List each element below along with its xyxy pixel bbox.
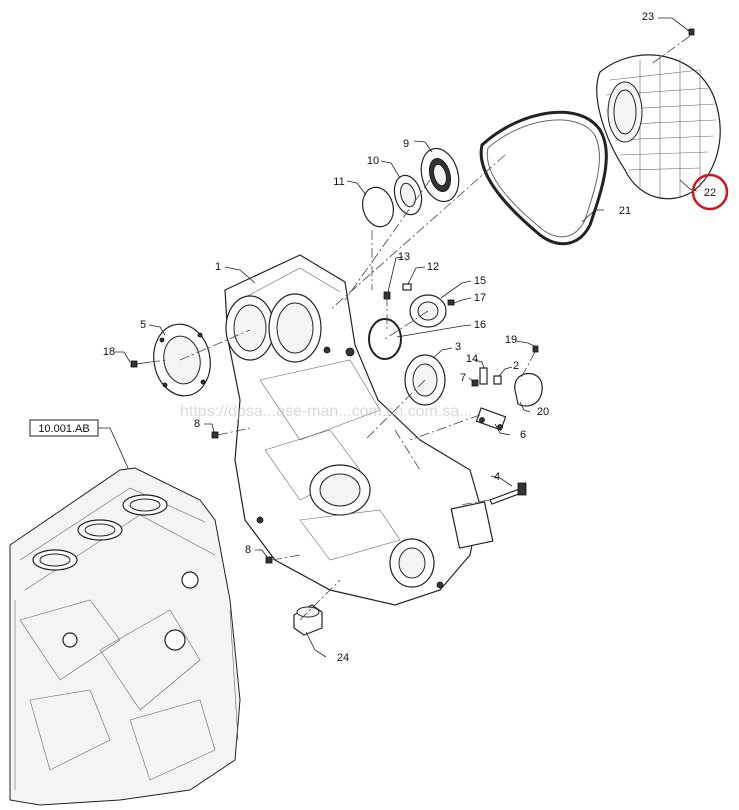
- callout-14: 14: [466, 353, 478, 365]
- reference-label-text: 10.001.AB: [38, 423, 89, 435]
- callout-13: 13: [398, 251, 410, 263]
- callout-18: 18: [103, 346, 115, 358]
- o-ring-11: [362, 186, 394, 228]
- callout-15: 15: [474, 275, 486, 287]
- bolt-23: [688, 28, 695, 36]
- callout-11: 11: [333, 176, 344, 188]
- fitting-2: [493, 375, 502, 385]
- sensor-6: [475, 407, 507, 431]
- bolt-18: [130, 360, 151, 368]
- callout-6: 6: [520, 429, 526, 441]
- highlighted-callout-22: 22: [691, 173, 729, 211]
- callout-23: 23: [642, 11, 654, 23]
- callout-20: 20: [537, 406, 549, 418]
- fitting-12: [402, 283, 412, 291]
- callout-8-lower: 8: [245, 544, 251, 556]
- callout-3: 3: [455, 341, 461, 353]
- assembly-centerlines: [149, 35, 691, 621]
- callout-8-upper: 8: [194, 418, 200, 430]
- flywheel-housing-22: [596, 54, 721, 200]
- callout-1: 1: [215, 261, 221, 273]
- o-ring-16: [368, 318, 402, 360]
- callout-10: 10: [367, 155, 379, 167]
- callout-21: 21: [619, 205, 631, 217]
- reference-label-box: 10.001.AB: [29, 419, 129, 469]
- bolt-19: [532, 345, 539, 353]
- bolt-8-upper: [211, 431, 219, 439]
- gear-housing: [224, 254, 494, 606]
- callout-labels: 1 2 3 4 5 6 7 8 8 9 10 11 12 13 14 15 16…: [103, 11, 654, 664]
- callout-16: 16: [474, 319, 486, 331]
- callout-12: 12: [427, 261, 439, 273]
- gasket-20: [514, 372, 543, 407]
- gasket-21: [479, 110, 608, 246]
- seal-plate: [153, 323, 211, 397]
- engine-block: [9, 467, 241, 806]
- callout-7: 7: [460, 372, 466, 384]
- bolt-4: [489, 482, 527, 505]
- callout-4: 4: [494, 471, 500, 483]
- bolt-17: [447, 299, 455, 306]
- bolt-8-lower: [265, 556, 273, 564]
- callout-17: 17: [474, 292, 486, 304]
- callout-5: 5: [140, 319, 146, 331]
- plug-24: [293, 604, 323, 636]
- callout-2: 2: [513, 360, 519, 372]
- callout-19: 19: [505, 334, 517, 346]
- callout-22: 22: [704, 187, 716, 199]
- callout-24: 24: [337, 652, 349, 664]
- fitting-14: [479, 367, 488, 385]
- callout-9: 9: [403, 138, 409, 150]
- watermark: https://dpsa...ase-man...com.cn.com.sa..…: [180, 403, 473, 420]
- fitting-7: [471, 379, 479, 387]
- oil-seal-9: [420, 147, 460, 203]
- leader-lines: [115, 17, 698, 658]
